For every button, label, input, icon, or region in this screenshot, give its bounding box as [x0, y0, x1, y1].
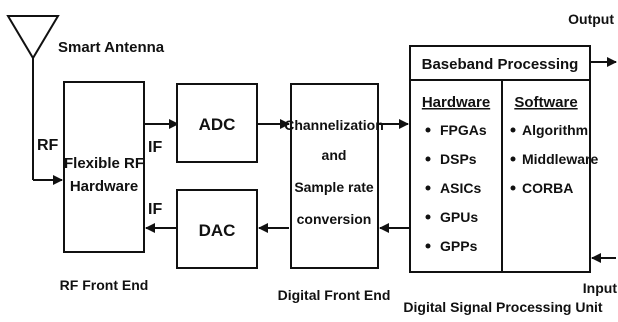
software-list-bullet — [510, 127, 516, 133]
hardware-list-item: DSPs — [440, 151, 477, 167]
rf-hardware-line1: Flexible RF — [64, 155, 144, 172]
rf-hardware-block — [63, 81, 145, 253]
hardware-list-item: GPPs — [440, 238, 478, 254]
hardware-list-bullet — [425, 214, 431, 220]
dfe-line1: Channelization — [284, 117, 384, 133]
software-list-item: Middleware — [522, 151, 598, 167]
rf-connector — [32, 112, 63, 185]
antenna-icon — [6, 15, 60, 112]
software-list-bullet — [510, 156, 516, 162]
rf-hardware-line2: Hardware — [70, 178, 138, 195]
rf-signal-label: RF — [37, 137, 59, 154]
input-label: Input — [583, 280, 618, 296]
if-label-top: IF — [148, 139, 162, 156]
dfe-line2: and — [322, 147, 347, 163]
software-list-bullet — [510, 185, 516, 191]
dfe-block — [290, 83, 379, 269]
antenna-label: Smart Antenna — [58, 39, 165, 56]
adc-block — [176, 83, 258, 163]
hardware-list-bullet — [425, 127, 431, 133]
if-label-bottom: IF — [148, 201, 162, 218]
caption-digital-front-end: Digital Front End — [278, 287, 391, 303]
hardware-list-bullet — [425, 185, 431, 191]
hardware-list-bullet — [425, 243, 431, 249]
adc-label: ADC — [199, 115, 236, 134]
dfe-line3: Sample rate — [294, 179, 374, 195]
caption-dsp-unit: Digital Signal Processing Unit — [403, 299, 602, 315]
output-label: Output — [568, 11, 614, 27]
hardware-list-bullet — [425, 156, 431, 162]
hardware-list-item: GPUs — [440, 209, 478, 225]
software-list-item: Algorithm — [522, 122, 588, 138]
dfe-line4: conversion — [297, 211, 372, 227]
caption-rf-front-end: RF Front End — [60, 277, 149, 293]
hardware-list-item: ASICs — [440, 180, 481, 196]
software-heading: Software — [514, 94, 577, 111]
hardware-list-item: FPGAs — [440, 122, 487, 138]
dac-label: DAC — [199, 221, 236, 240]
dac-block — [176, 189, 258, 269]
software-list-item: CORBA — [522, 180, 573, 196]
baseband-title: Baseband Processing — [422, 56, 579, 73]
baseband-block — [409, 45, 591, 273]
hardware-heading: Hardware — [422, 94, 490, 111]
